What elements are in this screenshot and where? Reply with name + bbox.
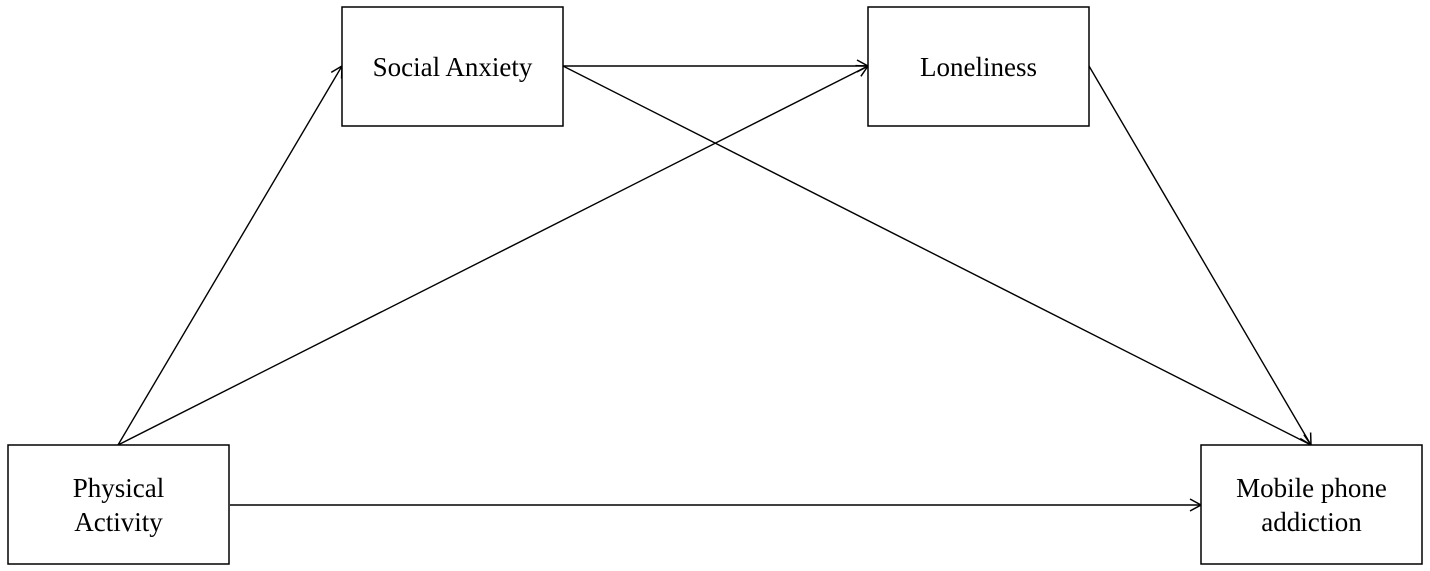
node-mobile-phone-addiction-label-line-2: addiction: [1261, 507, 1362, 537]
node-mobile-phone-addiction: Mobile phone addiction: [1200, 444, 1423, 565]
node-physical-activity: Physical Activity: [7, 444, 230, 565]
node-mobile-phone-addiction-label-line-1: Mobile phone: [1236, 473, 1387, 503]
edge-physical-activity-to-loneliness: [117, 64, 870, 446]
edge-loneliness-to-mobile-phone-addiction: [1088, 65, 1312, 447]
node-physical-activity-label-line-1: Physical: [73, 473, 165, 503]
node-loneliness-box: [867, 6, 1090, 127]
node-physical-activity-box: [7, 444, 230, 565]
node-social-anxiety-box: [341, 6, 564, 127]
node-loneliness-label: Loneliness: [920, 52, 1037, 82]
node-social-anxiety: Social Anxiety: [341, 6, 564, 127]
node-physical-activity-label-line-2: Activity: [74, 507, 163, 537]
node-social-anxiety-label: Social Anxiety: [373, 52, 533, 82]
node-mobile-phone-addiction-box: [1200, 444, 1423, 565]
edge-social-anxiety-to-mobile-phone-addiction: [562, 65, 1313, 447]
edge-physical-activity-to-social-anxiety: [117, 64, 343, 446]
node-loneliness: Loneliness: [867, 6, 1090, 127]
